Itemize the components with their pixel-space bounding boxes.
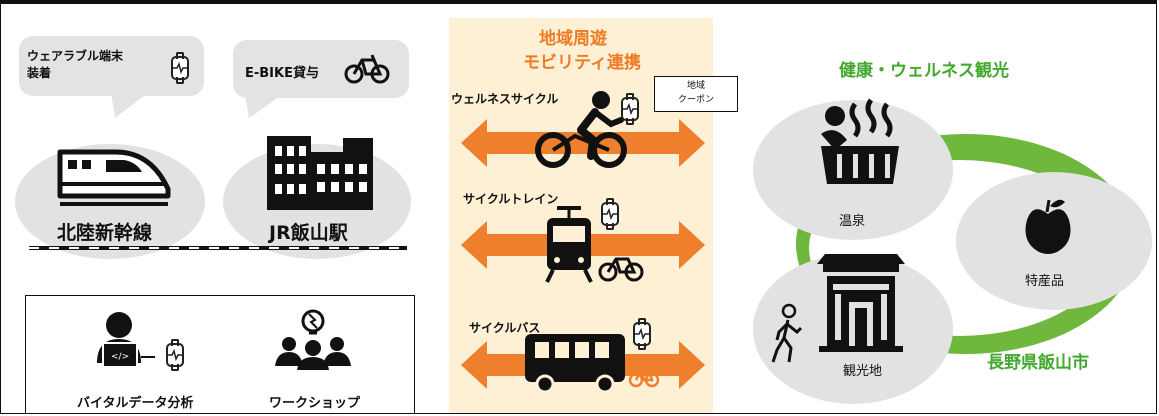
wellness-cycle-arrow <box>461 119 705 167</box>
bus-icon <box>525 334 625 394</box>
onsen-icon <box>821 98 899 184</box>
wellness-cycle-label: ウェルネスサイクル <box>451 92 559 106</box>
coupon-label: 地域 クーポン <box>677 81 714 105</box>
bubble-ebike-label: E-BIKE貸与 <box>245 66 319 81</box>
svg-text:</>: </> <box>111 352 129 362</box>
cycle-bus-label: サイクルバス <box>469 321 541 335</box>
analysis-workshop-box <box>25 295 415 413</box>
workshop-label: ワークショップ <box>269 396 361 411</box>
wellness-tourism-title: 健康・ウェルネス観光 <box>839 61 1009 81</box>
person-laptop-icon: </> <box>97 312 155 368</box>
shinkansen-label: 北陸新幹線 <box>57 222 153 244</box>
cycle-train-label: サイクルトレイン <box>463 192 559 206</box>
speech-bubble-tail <box>111 92 149 118</box>
city-label: 長野県飯山市 <box>987 353 1089 373</box>
bicycle-icon <box>598 257 644 282</box>
railway-track <box>29 246 407 250</box>
heartbeat-icon <box>635 327 649 341</box>
bubble-wearable-label: ウェアラブル端末 装着 <box>27 49 124 80</box>
onsen-label: 温泉 <box>839 214 866 229</box>
heartbeat-icon <box>168 348 182 362</box>
cyclist-icon <box>535 91 627 168</box>
station-building-icon <box>267 136 373 210</box>
apple-icon <box>1025 199 1071 254</box>
mobility-title-line2: モビリティ連携 <box>523 53 641 73</box>
train-icon <box>545 206 593 283</box>
heartbeat-icon <box>603 207 617 221</box>
shinkansen-icon <box>57 149 171 206</box>
temple-icon <box>817 254 905 352</box>
coupon-box <box>654 76 738 112</box>
heartbeat-icon <box>623 102 637 116</box>
workshop-group-icon <box>275 309 351 370</box>
speech-bubble-ebike <box>233 40 409 98</box>
vital-analysis-label: バイタルデータ分析 <box>77 396 194 411</box>
station-label: JR飯山駅 <box>269 222 348 244</box>
speech-bubble-tail <box>245 94 283 118</box>
sightseeing-label: 観光地 <box>843 364 883 379</box>
mobility-title-line1: 地域周遊 <box>539 29 607 49</box>
bicycle-icon <box>628 368 660 388</box>
specialty-label: 特産品 <box>1025 274 1065 289</box>
walking-person-icon <box>771 303 803 363</box>
bicycle-icon <box>344 54 390 84</box>
heartbeat-icon <box>173 61 187 75</box>
